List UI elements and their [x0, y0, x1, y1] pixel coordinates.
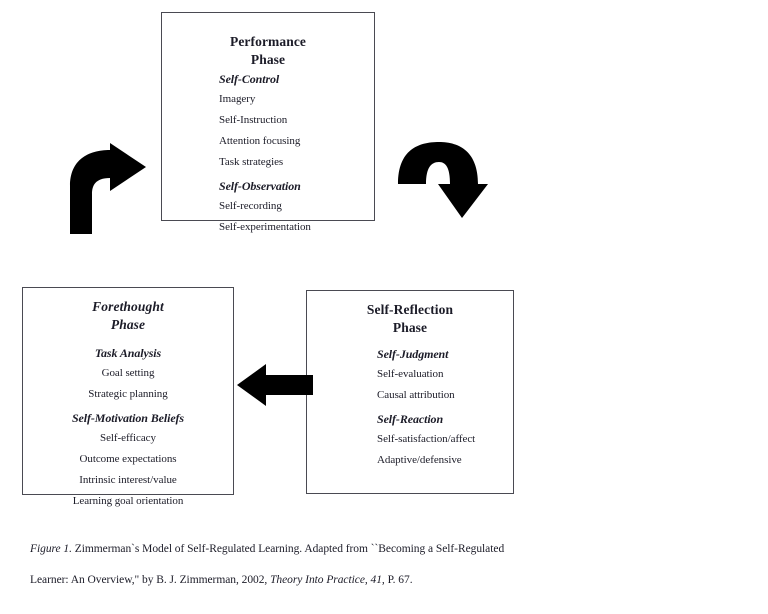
list-item: Strategic planning: [88, 388, 168, 400]
list-item: Learning goal orientation: [72, 495, 184, 507]
phase-title-line2: Phase: [250, 52, 286, 67]
phase-box-self-reflection-inner: Self-Reflection Phase Self-Judgment Self…: [307, 291, 513, 493]
list-item: Adaptive/defensive: [377, 454, 462, 466]
arrow-left-icon: [236, 362, 314, 408]
phase-box-performance-inner: Performance Phase Self-Control Imagery S…: [162, 13, 374, 233]
list-item: Self-Instruction: [219, 114, 288, 126]
curved-arrow-up-right-icon: [62, 142, 154, 234]
list-item: Goal setting: [101, 367, 155, 379]
phase-box-forethought: Forethought Phase Task Analysis Goal set…: [22, 287, 234, 507]
phase-box-performance: Performance Phase Self-Control Imagery S…: [161, 12, 375, 233]
caption-line-2-part2: P. 67.: [384, 574, 413, 586]
phase-content-performance: Self-Control Imagery Self-Instruction At…: [219, 71, 311, 240]
phase-title-forethought: Forethought Phase: [23, 298, 233, 334]
curved-arrow-down-right-icon: [396, 140, 488, 222]
group-heading-task-analysis: Task Analysis: [94, 346, 162, 360]
caption-journal-title: Theory Into Practice, 41,: [270, 574, 385, 586]
list-item: Intrinsic interest/value: [79, 474, 177, 486]
group-heading-self-reaction: Self-Reaction: [377, 412, 444, 426]
caption-line-2-part1: Learner: An Overview," by B. J. Zimmerma…: [30, 574, 271, 586]
phase-title-line1: Forethought: [92, 299, 164, 314]
phase-title-line2: Phase: [110, 317, 146, 332]
phase-title-performance: Performance Phase: [162, 33, 374, 69]
list-item: Self-efficacy: [100, 432, 156, 444]
caption-line-1-rest: Zimmerman`s Model of Self-Regulated Lear…: [71, 543, 505, 555]
list-item: Attention focusing: [219, 135, 301, 147]
group-heading-self-control: Self-Control: [219, 72, 280, 86]
list-item: Self-experimentation: [219, 221, 311, 233]
caption-figure-label: Figure 1.: [30, 543, 72, 555]
group-heading-self-judgment: Self-Judgment: [377, 347, 449, 361]
phase-box-self-reflection: Self-Reflection Phase Self-Judgment Self…: [306, 290, 514, 494]
group-heading-self-motivation-beliefs: Self-Motivation Beliefs: [71, 411, 185, 425]
list-item: Imagery: [219, 93, 256, 105]
list-item: Self-evaluation: [377, 368, 444, 380]
phase-box-forethought-inner: Forethought Phase Task Analysis Goal set…: [23, 288, 233, 507]
caption-line-2: Learner: An Overview," by B. J. Zimmerma…: [30, 565, 560, 596]
phase-content-forethought: Task Analysis Goal setting Strategic pla…: [23, 345, 233, 514]
group-heading-self-observation: Self-Observation: [219, 179, 301, 193]
list-item: Causal attribution: [377, 389, 455, 401]
list-item: Outcome expectations: [79, 453, 177, 465]
list-item: Self-recording: [219, 200, 282, 212]
phase-title-line1: Performance: [229, 34, 307, 49]
phase-content-self-reflection: Self-Judgment Self-evaluation Causal att…: [377, 346, 475, 473]
phase-title-line2: Phase: [392, 320, 428, 335]
list-item: Self-satisfaction/affect: [377, 433, 476, 445]
phase-title-line1: Self-Reflection: [366, 302, 454, 317]
list-item: Task strategies: [219, 156, 284, 168]
caption-line-1: Figure 1. Zimmerman`s Model of Self-Regu…: [30, 534, 560, 565]
figure-caption: Figure 1. Zimmerman`s Model of Self-Regu…: [30, 534, 560, 596]
phase-title-self-reflection: Self-Reflection Phase: [307, 301, 513, 337]
